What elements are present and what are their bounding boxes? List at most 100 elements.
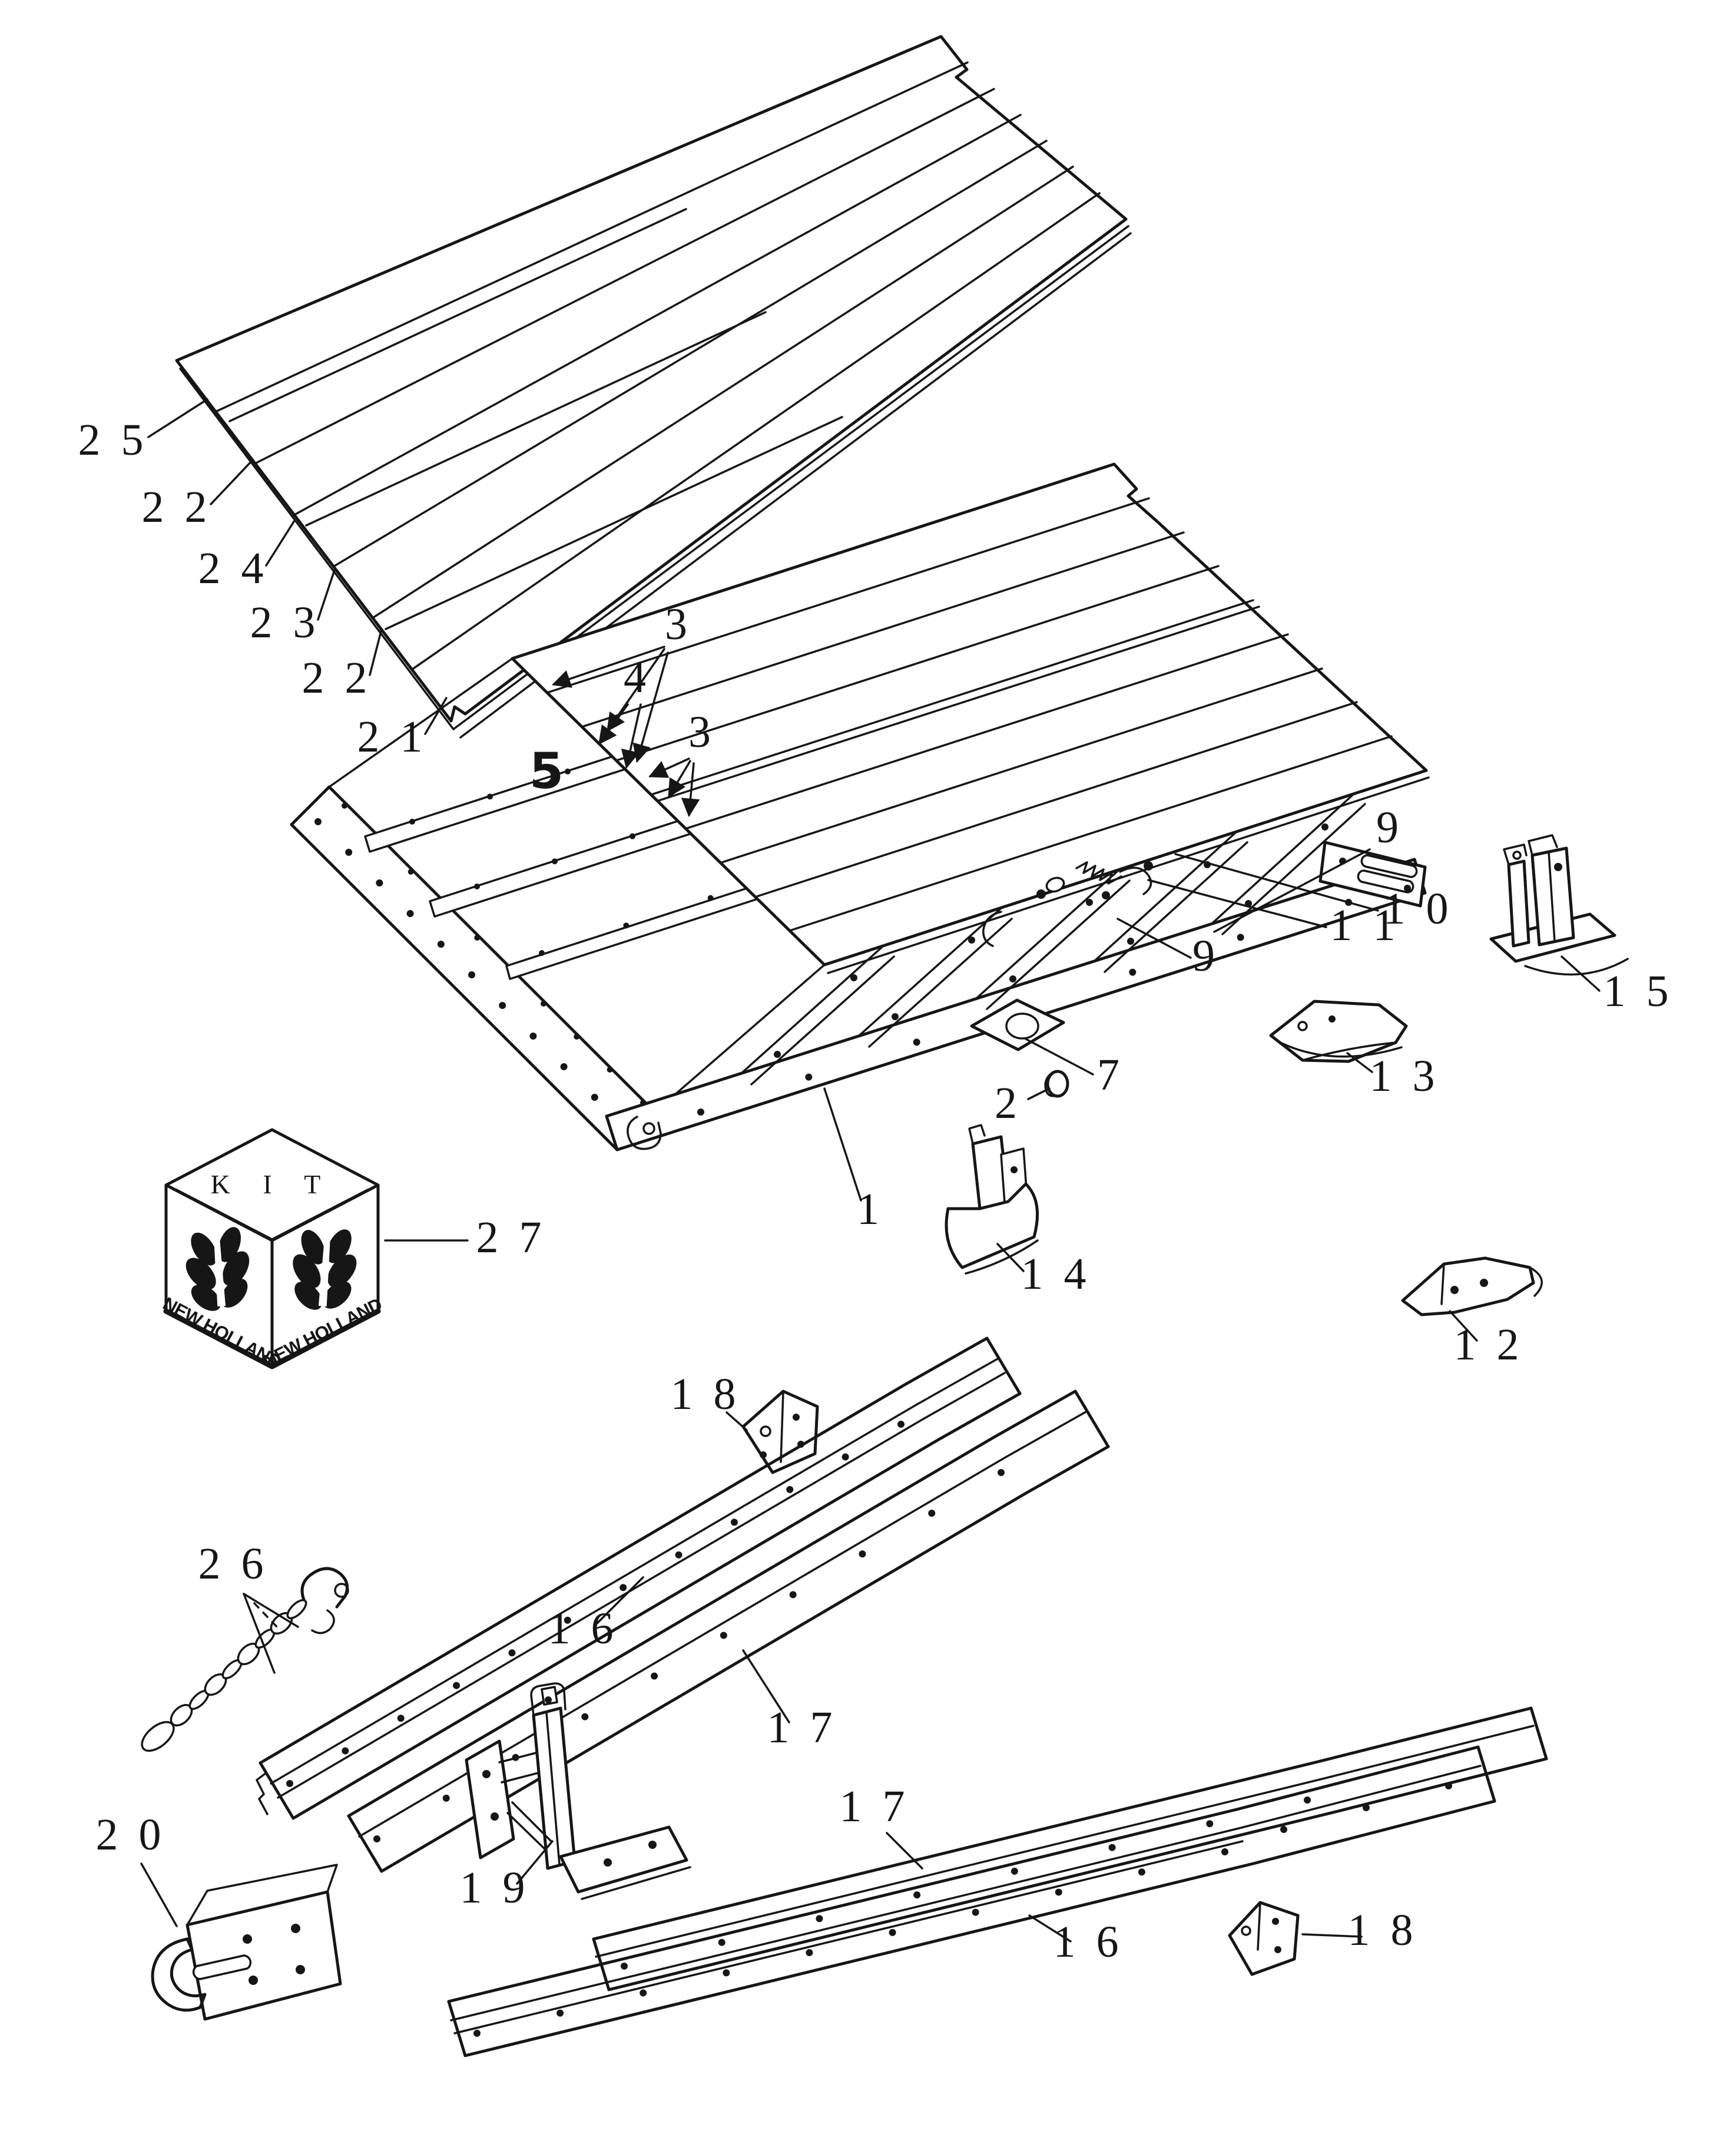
rail-16-lower-drawing <box>447 1745 1496 2057</box>
platform-floor-drawing <box>511 462 1430 974</box>
leader-22b <box>369 628 383 676</box>
hole-dot <box>718 1938 725 1946</box>
hole-dot <box>1011 1867 1018 1875</box>
leader-26 <box>243 1593 299 1628</box>
callout-12: 1 2 <box>1454 1320 1524 1369</box>
hole-dot <box>539 950 545 956</box>
hole-dot <box>286 1780 293 1787</box>
hole-dot <box>1129 968 1137 976</box>
hole-dot <box>541 1001 546 1007</box>
hole-dot <box>774 1051 781 1058</box>
hole-dot <box>1304 1796 1311 1804</box>
hole-dot <box>621 1963 628 1970</box>
callout-15: 1 5 <box>1604 967 1674 1016</box>
leader-21 <box>424 697 448 735</box>
hole-dot <box>816 1915 823 1923</box>
hole-dot <box>897 1421 905 1428</box>
leader-26 <box>243 1593 276 1674</box>
hole-dot <box>591 1094 598 1101</box>
hole-dot <box>581 1713 589 1721</box>
hole-dot <box>529 1033 537 1040</box>
leader-18b <box>1301 1933 1363 1938</box>
hole-dot <box>342 803 347 809</box>
callout-27: 2 7 <box>476 1213 546 1262</box>
leader-24 <box>265 520 296 567</box>
hole-dot <box>408 869 414 875</box>
hole-dot <box>607 1067 613 1073</box>
leader-1 <box>823 1087 862 1202</box>
callout-2: 2 <box>995 1078 1022 1128</box>
hole-dot <box>373 1835 380 1842</box>
callout-14: 1 4 <box>1021 1249 1091 1299</box>
stand-19-drawing <box>465 1682 691 1900</box>
leader-17a <box>742 1649 790 1723</box>
leader-17b <box>886 1832 923 1870</box>
leader-12 <box>1449 1310 1478 1342</box>
leader-20 <box>140 1862 178 1927</box>
leader-22a <box>210 459 253 505</box>
hole-dot <box>1206 1820 1214 1828</box>
hole-dot <box>1138 1868 1145 1876</box>
leader-4 <box>598 703 629 745</box>
callout-25: 2 5 <box>78 415 148 465</box>
rail-17-upper-drawing <box>347 1389 1110 1873</box>
callout-22a: 2 2 <box>142 482 212 532</box>
hole-dot <box>565 768 571 775</box>
leader-13 <box>1346 1052 1373 1073</box>
hole-dot <box>723 1969 730 1977</box>
hole-dot <box>314 818 322 825</box>
hole-dot <box>1108 1844 1116 1851</box>
bracket-13-drawing <box>1269 1000 1408 1063</box>
leader-3b <box>668 760 691 798</box>
hole-dot <box>806 1949 813 1957</box>
hole-dot <box>805 1073 813 1081</box>
bracket-18b-drawing <box>1228 1901 1300 1976</box>
hole-dot <box>499 1002 506 1009</box>
leader-3b <box>681 762 700 818</box>
hole-dot <box>859 1550 866 1558</box>
hole-dot <box>574 1034 580 1040</box>
hole-dot <box>473 2030 481 2037</box>
callout-9a: 9 <box>1376 803 1403 852</box>
hole-dot <box>345 849 353 856</box>
callout-4: 4 <box>624 653 651 702</box>
hitch-20-drawing <box>151 1864 342 2021</box>
hole-dot <box>928 1510 936 1517</box>
hole-dot <box>913 1038 920 1046</box>
hole-dot <box>453 1682 460 1689</box>
hole-dot <box>474 884 480 889</box>
leader-3a <box>632 651 669 763</box>
hole-dot <box>406 910 414 917</box>
hole-dot <box>397 1715 405 1722</box>
leader-15 <box>1561 955 1601 992</box>
leader-7 <box>1025 1038 1094 1076</box>
rail-16-upper-drawing <box>256 1336 1022 1820</box>
hole-dot <box>972 1908 979 1916</box>
hole-dot <box>508 1649 516 1657</box>
callout-1: 1 <box>857 1185 884 1234</box>
leader-10 <box>1174 853 1379 912</box>
hole-dot <box>675 1551 683 1559</box>
callout-11: 1 1 <box>1330 901 1400 950</box>
callout-19: 1 9 <box>460 1863 530 1913</box>
callout-3a: 3 <box>665 600 692 649</box>
hole-dot <box>892 1013 899 1020</box>
hole-dot <box>487 793 493 800</box>
hole-dot <box>697 1109 704 1116</box>
hole-dot <box>651 1672 658 1680</box>
bracket-12-drawing <box>1401 1256 1543 1316</box>
hole-dot <box>1127 938 1134 945</box>
callout-22b: 2 2 <box>302 653 372 703</box>
hole-dot <box>442 1794 450 1802</box>
diamond-plate-drawing <box>970 998 1065 1051</box>
post-bracket-15-drawing <box>1489 834 1629 976</box>
leader-3a <box>607 648 665 732</box>
leader-18a <box>725 1411 748 1431</box>
callout-26: 2 6 <box>198 1539 269 1589</box>
kit-box: K I T NEW HOLLAND NEW HOLLAND <box>160 1128 385 1372</box>
leader-4 <box>621 703 642 769</box>
chain-drawing <box>141 1567 349 1752</box>
hole-dot <box>789 1591 797 1599</box>
